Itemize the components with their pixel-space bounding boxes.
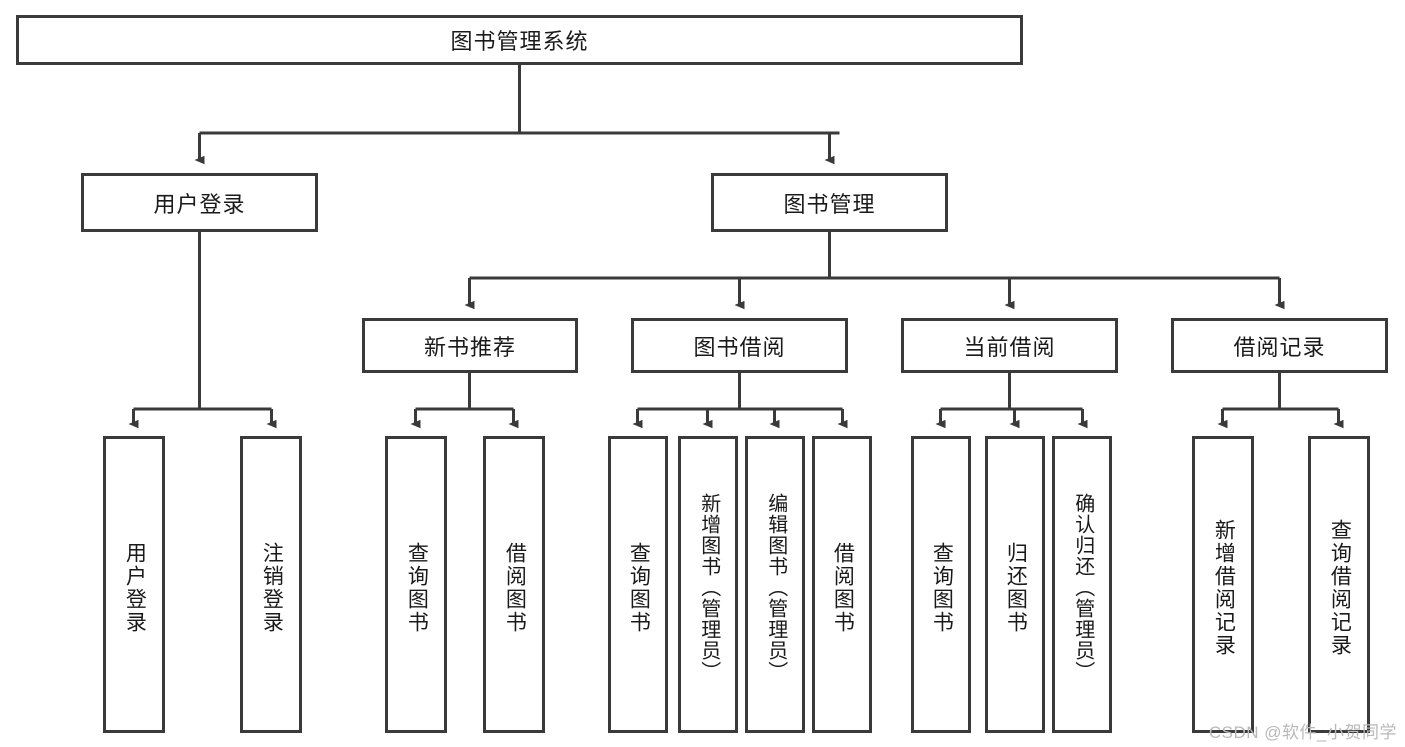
node-leaf-query-book-cur[interactable]: 查询图书 bbox=[911, 436, 971, 733]
node-leaf-user-logout-label: 注销登录 bbox=[260, 541, 284, 634]
node-leaf-borrow-book[interactable]: 借阅图书 bbox=[812, 436, 872, 733]
node-book-borrow[interactable]: 图书借阅 bbox=[631, 318, 848, 373]
node-new-book-rec[interactable]: 新书推荐 bbox=[362, 318, 578, 373]
node-book-borrow-label: 图书借阅 bbox=[693, 334, 786, 360]
node-book-manage-label: 图书管理 bbox=[783, 191, 876, 217]
node-borrow-record[interactable]: 借阅记录 bbox=[1171, 318, 1388, 373]
node-leaf-confirm-return[interactable]: 确认归还（管理员） bbox=[1052, 436, 1112, 733]
node-leaf-add-book-label: 新增图书（管理员） bbox=[697, 493, 720, 682]
node-leaf-confirm-return-label: 确认归还（管理员） bbox=[1071, 493, 1094, 682]
node-leaf-query-book[interactable]: 查询图书 bbox=[608, 436, 668, 733]
node-root-label: 图书管理系统 bbox=[450, 29, 589, 54]
node-leaf-query-book-cur-label: 查询图书 bbox=[930, 541, 954, 634]
csdn-watermark: CSDN @软件_小贺同学 bbox=[1208, 723, 1397, 742]
node-leaf-add-record-label: 新增借阅记录 bbox=[1212, 518, 1236, 657]
node-leaf-add-book[interactable]: 新增图书（管理员） bbox=[678, 436, 738, 733]
node-leaf-query-book-label: 查询图书 bbox=[627, 541, 651, 634]
node-leaf-borrow-book-rec-label: 借阅图书 bbox=[503, 541, 527, 634]
node-leaf-user-logout[interactable]: 注销登录 bbox=[240, 436, 302, 733]
node-leaf-borrow-book-rec[interactable]: 借阅图书 bbox=[483, 436, 545, 733]
node-borrow-record-label: 借阅记录 bbox=[1233, 334, 1326, 360]
node-leaf-query-book-rec[interactable]: 查询图书 bbox=[385, 436, 447, 733]
node-leaf-query-record[interactable]: 查询借阅记录 bbox=[1308, 436, 1370, 733]
node-root[interactable]: 图书管理系统 bbox=[16, 15, 1023, 65]
node-leaf-query-record-label: 查询借阅记录 bbox=[1328, 518, 1352, 657]
node-leaf-borrow-book-label: 借阅图书 bbox=[831, 541, 855, 634]
node-user-login-label: 用户登录 bbox=[153, 191, 246, 217]
node-current-borrow[interactable]: 当前借阅 bbox=[901, 318, 1118, 373]
node-leaf-edit-book[interactable]: 编辑图书（管理员） bbox=[745, 436, 805, 733]
node-leaf-user-login[interactable]: 用户登录 bbox=[103, 436, 165, 733]
node-current-borrow-label: 当前借阅 bbox=[963, 334, 1056, 360]
node-book-manage[interactable]: 图书管理 bbox=[711, 173, 948, 232]
node-leaf-user-login-label: 用户登录 bbox=[123, 541, 147, 634]
node-user-login[interactable]: 用户登录 bbox=[81, 173, 318, 232]
node-leaf-return-book-label: 归还图书 bbox=[1004, 541, 1028, 634]
node-leaf-add-record[interactable]: 新增借阅记录 bbox=[1192, 436, 1254, 733]
node-leaf-return-book[interactable]: 归还图书 bbox=[985, 436, 1045, 733]
node-leaf-edit-book-label: 编辑图书（管理员） bbox=[764, 493, 787, 682]
node-new-book-rec-label: 新书推荐 bbox=[423, 334, 516, 360]
node-leaf-query-book-rec-label: 查询图书 bbox=[405, 541, 429, 634]
